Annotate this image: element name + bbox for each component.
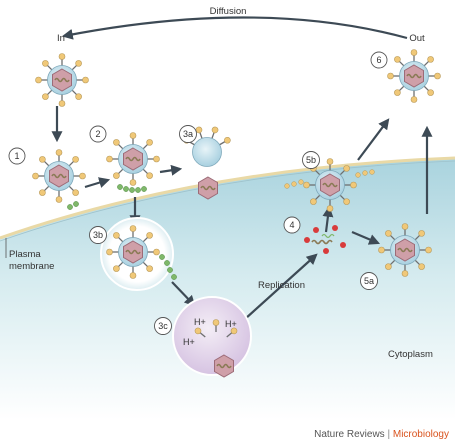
journal-credit: Nature Reviews | Microbiology bbox=[314, 429, 449, 440]
diffusion-arrow bbox=[61, 16, 408, 40]
svg-text:4: 4 bbox=[289, 220, 294, 230]
step-badge-4: 4 bbox=[283, 216, 301, 234]
step-badge-3a: 3a bbox=[179, 125, 197, 143]
step-badge-2: 2 bbox=[89, 125, 107, 143]
arrow-4-to-5a bbox=[351, 230, 381, 245]
step-badge-5a: 5a bbox=[360, 272, 378, 290]
cytoplasm-label: Cytoplasm bbox=[388, 349, 433, 360]
step-badges: 1 2 3a 3b 3c 4 5a 5b 6 bbox=[8, 51, 388, 335]
svg-text:6: 6 bbox=[376, 55, 381, 65]
journal-name: Nature Reviews bbox=[314, 429, 385, 440]
virion-step-1 bbox=[33, 150, 86, 203]
proton-label-3: H+ bbox=[183, 337, 195, 347]
step-badge-1: 1 bbox=[8, 147, 26, 165]
replication-products-step-4 bbox=[304, 225, 346, 254]
arrow-5b-to-6 bbox=[357, 118, 390, 161]
arrow-4-to-5b bbox=[322, 205, 334, 233]
out-label: Out bbox=[409, 33, 425, 44]
proton-label-2: H+ bbox=[225, 319, 237, 329]
virion-step-2 bbox=[107, 133, 160, 186]
svg-text:5b: 5b bbox=[306, 155, 316, 165]
endocytic-vesicle-step-3b bbox=[100, 217, 177, 291]
arrow-2-to-3a bbox=[159, 164, 183, 176]
credit-separator: | bbox=[387, 429, 391, 440]
svg-text:1: 1 bbox=[14, 151, 19, 161]
step-badge-3c: 3c bbox=[154, 317, 172, 335]
arrow-3c-to-4 bbox=[244, 253, 318, 320]
replication-label: Replication bbox=[258, 280, 305, 291]
in-label: In bbox=[57, 33, 65, 44]
arrow-1-to-2 bbox=[84, 177, 111, 189]
virion-in bbox=[36, 54, 89, 107]
journal-section: Microbiology bbox=[392, 429, 449, 440]
plasma-membrane-label-line2: membrane bbox=[9, 261, 54, 272]
cell-background bbox=[0, 156, 455, 420]
virion-out bbox=[388, 50, 441, 103]
process-arrows bbox=[51, 106, 433, 320]
virion-step-5a bbox=[379, 224, 432, 277]
svg-text:5a: 5a bbox=[364, 276, 374, 286]
step-badge-3b: 3b bbox=[89, 226, 107, 244]
receptors-step-1 bbox=[67, 201, 79, 210]
svg-text:3b: 3b bbox=[93, 230, 103, 240]
step-badge-6: 6 bbox=[370, 51, 388, 69]
proton-label-1: H+ bbox=[194, 317, 206, 327]
svg-text:3a: 3a bbox=[183, 129, 193, 139]
step-badge-5b: 5b bbox=[302, 151, 320, 169]
svg-text:3c: 3c bbox=[158, 321, 168, 331]
arrow-3b-to-3c bbox=[171, 281, 196, 307]
plasma-membrane-label-line1: Plasma bbox=[9, 249, 41, 260]
fusion-step-3a bbox=[181, 125, 233, 200]
diffusion-label: Diffusion bbox=[210, 6, 247, 17]
svg-text:2: 2 bbox=[95, 129, 100, 139]
endosome-step-3c: H+ H+ H+ bbox=[172, 296, 252, 378]
